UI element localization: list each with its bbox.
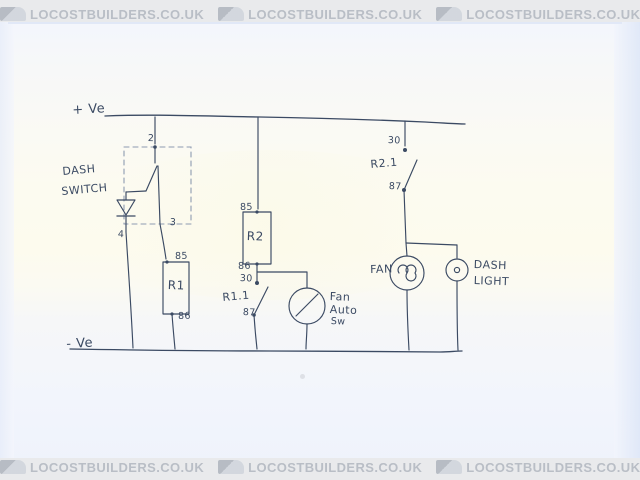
r11-terminal-30-node bbox=[255, 281, 259, 285]
paper-speck bbox=[300, 374, 305, 379]
fan-auto-switch-leg-wire bbox=[305, 323, 308, 350]
r21-contact-blade bbox=[403, 159, 418, 191]
fan-motor-leg-wire bbox=[406, 289, 410, 351]
terminal-4-wire bbox=[125, 231, 134, 349]
label-fan: FAN bbox=[369, 262, 393, 276]
fan-supply-wire bbox=[405, 242, 408, 257]
label-r2-terminal-86: 86 bbox=[237, 260, 251, 272]
label-terminal-2: 2 bbox=[147, 133, 155, 145]
r11-to-negative-wire bbox=[253, 314, 258, 350]
r2-branch-to-fan-auto-wire bbox=[256, 271, 308, 289]
fan-auto-switch-blade bbox=[295, 293, 319, 317]
label-r2-terminal-85: 85 bbox=[239, 201, 253, 213]
label-fan-auto-line3: Sw bbox=[330, 316, 346, 328]
positive-rail-wire bbox=[104, 114, 466, 125]
label-r1: R1 bbox=[167, 278, 186, 293]
page-top-edge bbox=[8, 22, 622, 24]
label-r11-terminal-30: 30 bbox=[239, 273, 253, 285]
label-dash-light-line2: LIGHT bbox=[473, 274, 510, 289]
load-feed-bar-wire bbox=[405, 242, 458, 246]
label-r21-terminal-87: 87 bbox=[388, 181, 402, 193]
dash-switch-contact-blade bbox=[145, 165, 158, 192]
label-positive-rail: + Ve bbox=[71, 101, 106, 118]
dash-switch-enclosure bbox=[123, 146, 192, 225]
label-terminal-4: 4 bbox=[117, 229, 125, 241]
r1-coil-bottom-wire bbox=[171, 313, 176, 350]
page-right-edge bbox=[614, 18, 640, 458]
dash-switch-wiper bbox=[125, 190, 147, 193]
label-r11-terminal-87: 87 bbox=[242, 307, 256, 319]
label-r1-terminal-85: 85 bbox=[174, 250, 188, 262]
r11-contact-blade bbox=[253, 286, 269, 316]
label-dash-light-line1: DASH bbox=[473, 258, 508, 273]
label-r11: R1.1 bbox=[221, 288, 251, 304]
r1-coil-body bbox=[162, 261, 190, 315]
page-left-edge bbox=[0, 18, 14, 458]
dash-switch-pole-wire bbox=[157, 165, 161, 225]
r21-to-loads-wire bbox=[403, 189, 407, 244]
dash-light-leg-wire bbox=[456, 280, 459, 351]
label-r21-terminal-30: 30 bbox=[387, 135, 401, 147]
fan-auto-switch-body bbox=[288, 287, 326, 325]
label-terminal-3: 3 bbox=[169, 217, 177, 229]
label-negative-rail: - Ve bbox=[65, 335, 94, 352]
dash-light-filament bbox=[453, 266, 461, 274]
label-r21: R2.1 bbox=[369, 155, 399, 171]
dash-light-body bbox=[445, 258, 469, 282]
led-triangle bbox=[116, 199, 136, 216]
fan-motor-winding bbox=[397, 264, 417, 282]
r2-terminal-85-node bbox=[255, 210, 259, 214]
terminal-3-wire bbox=[159, 223, 167, 260]
label-r2: R2 bbox=[246, 229, 265, 244]
r1-terminal-85-node bbox=[165, 260, 169, 264]
r21-terminal-30-node bbox=[403, 148, 407, 152]
negative-rail-wire bbox=[69, 348, 463, 353]
label-r1-terminal-86: 86 bbox=[177, 310, 191, 322]
